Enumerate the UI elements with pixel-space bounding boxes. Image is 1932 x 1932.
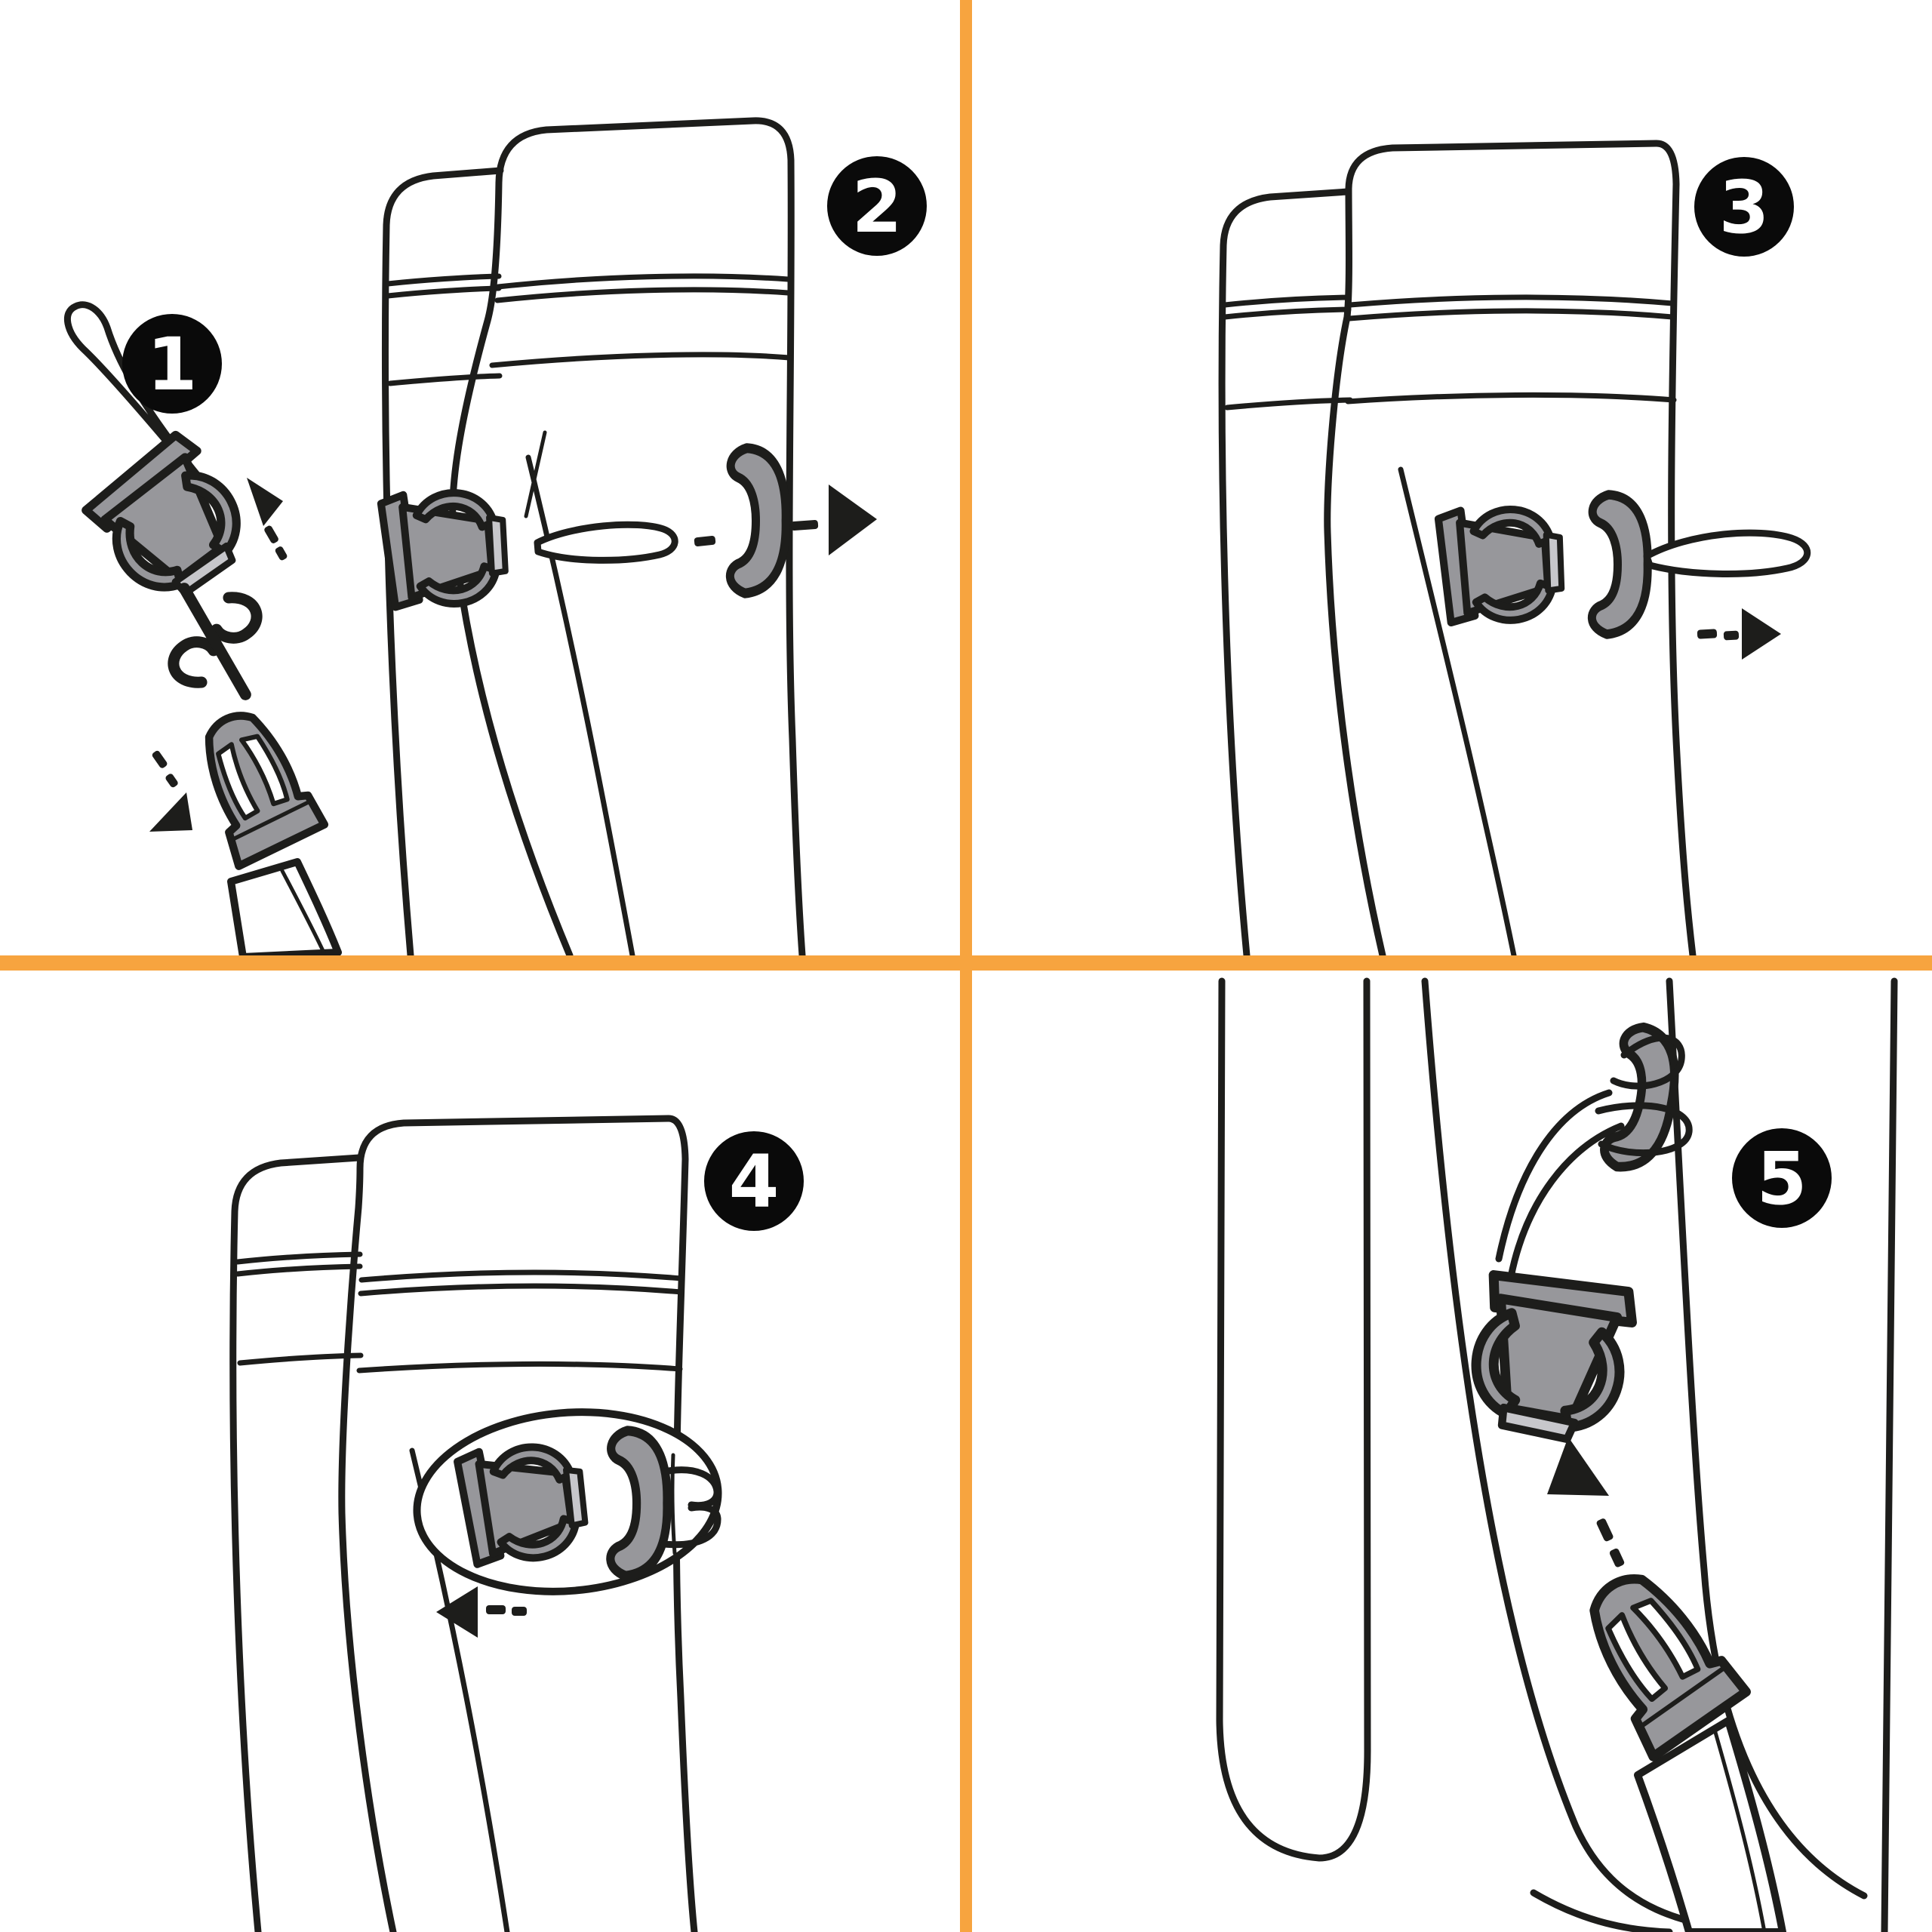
back-bag-seam-double [1222, 294, 1352, 308]
back-bag-seam-double [235, 1263, 363, 1277]
step-badge [704, 1131, 804, 1231]
dash [275, 546, 288, 561]
panel-steps-1-2: 1 2 [64, 117, 927, 961]
dash [790, 520, 819, 531]
cord-loop-icon [1643, 529, 1811, 577]
dash [1609, 1548, 1625, 1567]
arrow-up-icon [1547, 1437, 1609, 1496]
strap-inner-line [1712, 1727, 1767, 1932]
dash [264, 525, 278, 543]
step-number: 1 [147, 322, 198, 407]
panel-step-4: 4 [229, 1115, 804, 1932]
arrow-left-icon [436, 1586, 478, 1638]
front-bag-seam-double [358, 1283, 685, 1297]
front-bag-seam-double [1346, 308, 1675, 321]
c-anchor-icon [1592, 495, 1647, 635]
dash [152, 750, 168, 768]
dash [1697, 629, 1718, 639]
male-buckle-icon [182, 700, 325, 866]
arrow-right-icon [829, 485, 877, 555]
female-clip-icon [1463, 1263, 1638, 1447]
cord-strand [1507, 1122, 1625, 1281]
front-bag-seam-double [494, 287, 791, 303]
back-bag-seam-double [235, 1251, 363, 1265]
back-bag-outline [381, 167, 504, 959]
panel-step-5: 5 [1216, 977, 1898, 1932]
cord-loop-icon [660, 1503, 721, 1549]
back-bag-seam-double [385, 273, 502, 287]
cord-strand [1495, 1089, 1613, 1263]
back-bag-seam-single [237, 1352, 364, 1366]
front-bag-seam-single [1345, 392, 1677, 405]
front-bag-outline [1324, 140, 1697, 959]
female-clip-icon [1438, 507, 1563, 623]
cord-wrap [1610, 1034, 1685, 1090]
front-bag-seam-single [356, 1361, 683, 1374]
thread-line [524, 430, 547, 518]
step-number: 5 [1757, 1137, 1807, 1221]
cord-loop-icon [534, 521, 678, 564]
side-pocket-outline [1216, 977, 1371, 1862]
strap [227, 858, 342, 961]
step-badge [122, 314, 222, 414]
bag-right-edge [1881, 977, 1898, 1932]
bag-corner-parallel-curve [1530, 1889, 1673, 1932]
strap [1634, 1717, 1786, 1932]
back-bag-seam-double [1222, 306, 1352, 320]
bag-corner-outer-curve [1421, 977, 1762, 1932]
step-badge [1694, 157, 1794, 257]
front-bag-seam-single [489, 352, 792, 368]
front-bag-highlight-curve [1398, 466, 1517, 958]
back-bag-outline [1218, 188, 1352, 959]
step-number: 4 [729, 1140, 780, 1224]
arrow-right-icon [1742, 608, 1781, 660]
back-bag-seam-double [385, 285, 502, 299]
step-number: 3 [1719, 165, 1770, 250]
dash [165, 774, 178, 788]
front-bag-seam-double [358, 1269, 685, 1283]
female-clip-icon [380, 490, 507, 608]
c-anchor-icon [730, 448, 786, 593]
unclip-crossed-icon [168, 583, 263, 700]
arrow-down-left-icon [149, 792, 192, 832]
dash [1723, 630, 1740, 641]
arrow-up-left-icon [247, 478, 283, 526]
horizontal-divider-line [0, 955, 1932, 971]
back-bag-seam-single [387, 373, 503, 386]
front-bag-outline [338, 1115, 698, 1932]
step-number: 2 [852, 165, 903, 249]
strap-inner-line [280, 869, 326, 955]
bag-inner-curve [1666, 977, 1868, 1900]
dash [486, 1605, 506, 1614]
step-badge [1732, 1128, 1832, 1228]
dash [694, 535, 716, 547]
front-bag-seam-double [495, 273, 791, 290]
dash [1596, 1518, 1614, 1542]
dash [512, 1607, 527, 1616]
panel-step-3: 3 [1218, 140, 1811, 959]
cord-wrap [1595, 1102, 1693, 1157]
back-bag-outline [229, 1154, 363, 1932]
female-clip-icon [80, 430, 260, 613]
front-bag-seam-double [1347, 294, 1675, 308]
step-badge [827, 156, 927, 256]
